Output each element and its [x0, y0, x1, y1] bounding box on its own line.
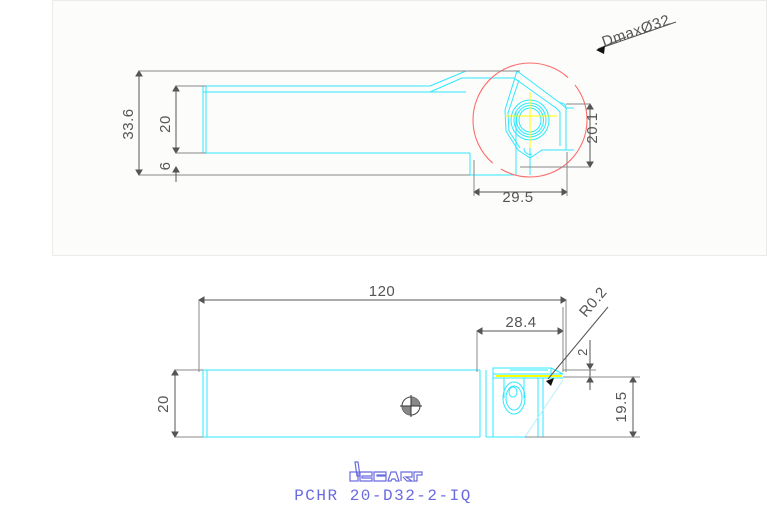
dim-20-shank: 20: [157, 115, 174, 133]
dmax-construction-circle: [472, 62, 588, 178]
drawing-frame: [52, 0, 767, 256]
dim-20-1: 20.1: [584, 112, 601, 143]
top-view-dimensions: [135, 21, 677, 196]
dim-120: 120: [369, 283, 396, 300]
annotation-r0-2: R0.2: [576, 284, 611, 321]
dim-29-5: 29.5: [502, 189, 533, 206]
dim-2: 2: [575, 348, 590, 356]
bottom-view-dimensions: [171, 296, 640, 438]
dim-6: 6: [157, 162, 174, 171]
dim-20-width: 20: [155, 395, 172, 413]
top-view-geometry: [202, 62, 588, 178]
dim-19-5: 19.5: [613, 391, 630, 422]
coolant-hole-symbol: [400, 395, 422, 417]
dim-33-6: 33.6: [120, 108, 137, 139]
part-number: PCHR 20-D32-2-IQ: [294, 487, 472, 505]
iscar-logo: iscar: [349, 461, 423, 482]
dim-28-4: 28.4: [505, 314, 536, 331]
bottom-view-geometry: [202, 367, 564, 438]
